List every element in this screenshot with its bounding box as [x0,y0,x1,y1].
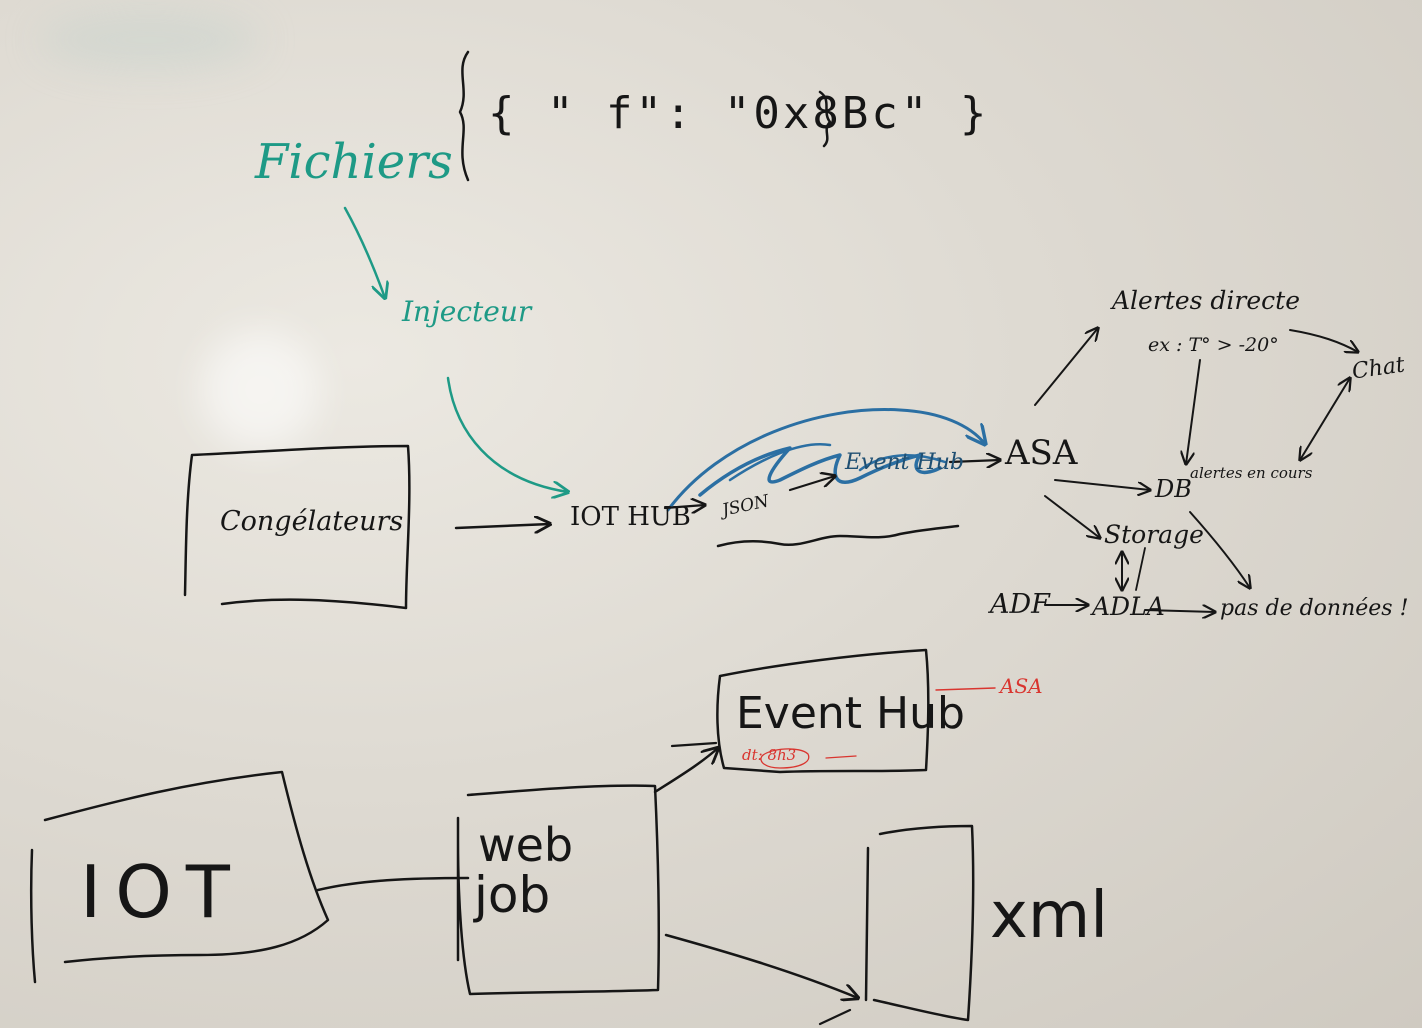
top-note-brace-close [818,90,832,148]
wave-underline [716,524,960,548]
arrow-asa-to-storage [1044,495,1100,538]
arrow-example-to-db [1186,359,1201,464]
eventhub-label: Event Hub [736,688,965,739]
db-note: alertes en cours [1190,464,1313,482]
arrow-storage-to-adla-right [1135,547,1146,591]
blue-scribble-2 [728,442,947,482]
arrow-asa-to-db [1054,479,1150,490]
arrow-eventhub-to-asa [948,460,1000,462]
line-iot-to-webjob [316,876,470,892]
alertes-label: Alertes directe [1112,286,1301,315]
eventhub-box [716,648,930,774]
xml-box-bottom-stroke [818,1008,852,1026]
iothub-label: IOT HUB [570,502,691,532]
arrow-webjob-to-xml-box [664,933,858,998]
red-dash [825,755,857,759]
eventhub-top-label: Event Hub [845,450,964,475]
arrow-fichiers-to-injecteur [343,206,385,298]
adla-label: ADLA [1092,592,1165,621]
job-label: job [474,866,551,924]
xml-box [864,824,975,1022]
arrow-alertes-to-chat [1289,329,1358,352]
fichiers-label: Fichiers [255,134,453,190]
arrow-injecteur-to-iothub [446,376,568,492]
eventhub-arrow-stub [670,741,718,748]
example-label: ex : T° > -20° [1148,334,1279,356]
congelateurs-box [183,444,411,610]
eventhub-note: dt: 8h3 [742,746,797,764]
light-glare-left [200,330,320,450]
arrow-db-to-no-data [1189,511,1250,588]
arrow-iothub-to-json [663,505,705,508]
adf-label: ADF [990,589,1050,620]
injecteur-label: Injecteur [402,295,532,328]
top-note-brace [458,50,470,182]
iot-label: IOT [80,850,244,934]
light-glare-top [40,10,260,70]
arrow-asa-to-alertes [1034,328,1098,406]
red-arrow-eventhub-to-asa [935,687,996,691]
asa-label: ASA [1005,433,1078,473]
red-asa-label: ASA [1000,674,1043,698]
webjob-box [456,784,661,996]
web-label: web [478,818,574,872]
arrow-webjob-to-eventhub [653,748,718,794]
no-data-label: pas de données ! [1220,596,1409,621]
top-note: { " f": "0x8Bc" } [488,88,990,139]
iot-box [29,770,330,984]
arrow-congelateurs-to-iothub [454,524,550,528]
xml-label: xml [990,879,1108,953]
red-circle [760,748,810,769]
arrow-adla-to-no-data [1144,610,1215,612]
db-label: DB [1155,475,1192,503]
blue-arc [666,408,985,512]
storage-label: Storage [1104,520,1204,549]
congelateurs-label: Congélateurs [220,506,404,537]
arrow-json-to-eventhub [788,476,835,492]
arrow-chat-to-db [1300,378,1350,460]
